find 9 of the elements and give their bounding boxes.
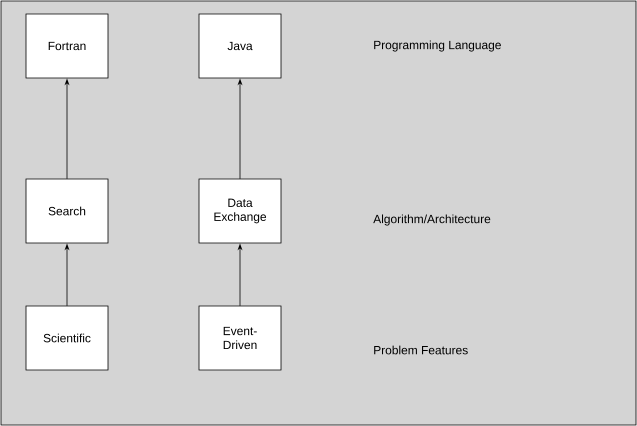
level-label: Algorithm/Architecture — [373, 214, 490, 226]
process-box: Search — [26, 178, 108, 244]
process-box: Event-Driven — [198, 306, 282, 370]
process-box: Fortran — [26, 14, 108, 78]
process-box: Data Exchange — [198, 178, 282, 244]
level-label: Programming Language — [374, 40, 501, 52]
process-box: Scientific — [26, 306, 108, 370]
level-label: Problem Features — [374, 346, 468, 354]
process-box: Java — [198, 14, 282, 78]
